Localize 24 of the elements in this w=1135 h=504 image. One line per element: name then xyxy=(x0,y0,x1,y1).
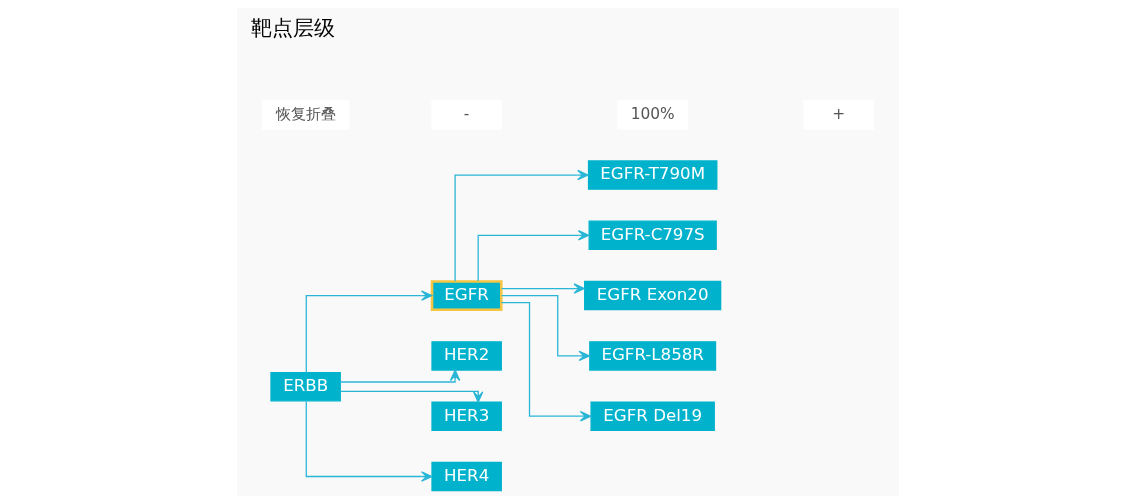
node-box: EGFR xyxy=(430,280,503,311)
node-box: ERBB xyxy=(269,371,341,402)
arrow xyxy=(339,369,460,383)
arrow xyxy=(477,230,589,282)
node-box: HER3 xyxy=(430,401,502,431)
node-box: EGFR Del19 xyxy=(589,401,715,431)
diagram-title: 靶点层级 xyxy=(250,15,335,40)
arrow xyxy=(305,290,432,374)
arrow xyxy=(453,169,589,282)
arrow xyxy=(500,302,591,422)
node-box: HER2 xyxy=(430,341,502,371)
node-box: EGFR-L858R xyxy=(588,341,716,371)
arrow xyxy=(339,390,483,403)
label: 100% xyxy=(630,104,675,123)
node-box: EGFR-C797S xyxy=(588,220,717,251)
label: 恢复折叠 xyxy=(275,104,336,123)
node-box: EGFR-T790M xyxy=(587,160,717,190)
arrow xyxy=(500,295,590,362)
node-box: EGFR Exon20 xyxy=(583,280,721,311)
label: + xyxy=(831,104,845,123)
arrow xyxy=(500,283,585,294)
label: - xyxy=(463,104,469,123)
arrow xyxy=(305,400,432,482)
node-box: HER4 xyxy=(430,461,502,492)
